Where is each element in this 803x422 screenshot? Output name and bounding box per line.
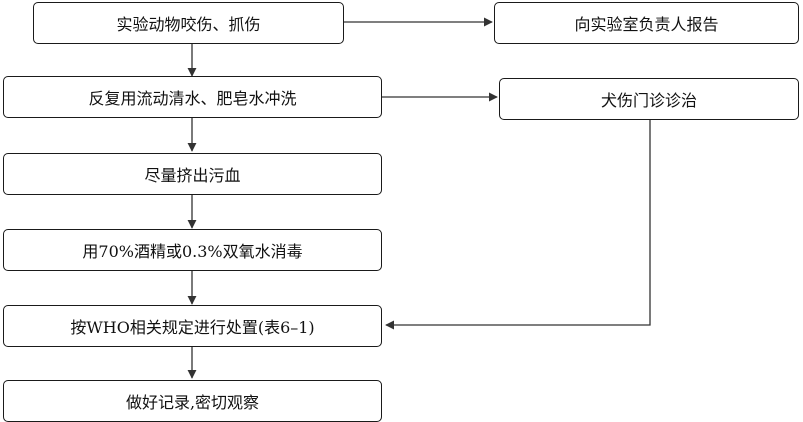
arrow-clinic-to-step5 <box>385 120 651 330</box>
side-report-lab-head: 向实验室负责人报告 <box>494 2 799 44</box>
step-squeeze-blood-label: 尽量挤出污血 <box>144 166 241 185</box>
step-bite-scratch-label: 实验动物咬伤、抓伤 <box>116 15 261 34</box>
flowchart: 实验动物咬伤、抓伤 反复用流动清水、肥皂水冲洗 尽量挤出污血 用70%酒精或0.… <box>3 2 799 422</box>
side-dog-bite-clinic: 犬伤门诊诊治 <box>499 78 799 120</box>
step-rinse-wash: 反复用流动清水、肥皂水冲洗 <box>3 76 382 118</box>
step-disinfect: 用70%酒精或0.3%双氧水消毒 <box>3 229 382 271</box>
step-disinfect-label: 用70%酒精或0.3%双氧水消毒 <box>82 242 303 261</box>
step-bite-scratch: 实验动物咬伤、抓伤 <box>33 2 344 44</box>
step-squeeze-blood: 尽量挤出污血 <box>3 153 382 195</box>
step-who-handling-label: 按WHO相关规定进行处置(表6–1) <box>70 318 315 337</box>
side-dog-bite-clinic-label: 犬伤门诊诊治 <box>600 91 697 110</box>
side-report-lab-head-label: 向实验室负责人报告 <box>574 15 719 34</box>
step-record-observe: 做好记录,密切观察 <box>3 380 382 422</box>
step-who-handling: 按WHO相关规定进行处置(表6–1) <box>3 305 382 347</box>
step-record-observe-label: 做好记录,密切观察 <box>125 393 260 412</box>
flow-arrows <box>187 17 651 379</box>
step-rinse-wash-label: 反复用流动清水、肥皂水冲洗 <box>88 89 297 108</box>
